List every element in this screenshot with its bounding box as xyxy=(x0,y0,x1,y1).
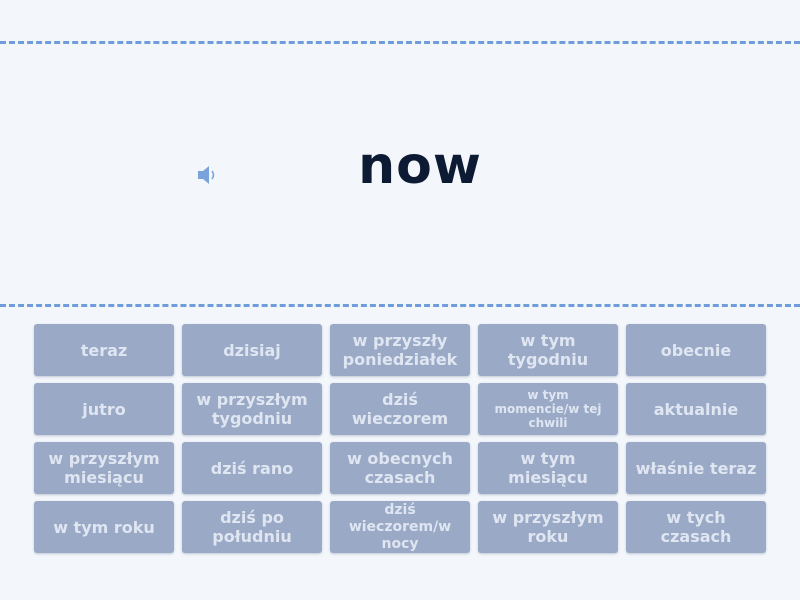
prompt-word: now xyxy=(358,136,482,196)
speaker-icon[interactable] xyxy=(195,162,221,188)
answer-tile[interactable]: w obecnych czasach xyxy=(330,442,470,494)
answer-tile[interactable]: aktualnie xyxy=(626,383,766,435)
answer-tile[interactable]: w tych czasach xyxy=(626,501,766,553)
answer-tile[interactable]: jutro xyxy=(34,383,174,435)
answer-tile[interactable]: w przyszłym roku xyxy=(478,501,618,553)
answer-tile[interactable]: w tym tygodniu xyxy=(478,324,618,376)
answer-tile[interactable]: w przyszłym tygodniu xyxy=(182,383,322,435)
answer-tile[interactable]: właśnie teraz xyxy=(626,442,766,494)
answer-tile[interactable]: teraz xyxy=(34,324,174,376)
top-dashed-divider xyxy=(0,41,800,44)
answer-tile[interactable]: w tym miesiącu xyxy=(478,442,618,494)
answer-tile[interactable]: w przyszłym miesiącu xyxy=(34,442,174,494)
bottom-dashed-divider xyxy=(0,304,800,307)
answer-grid: teraz dzisiaj w przyszły poniedziałek w … xyxy=(34,324,766,553)
answer-tile[interactable]: dziś wieczorem/w nocy xyxy=(330,501,470,553)
answer-tile[interactable]: obecnie xyxy=(626,324,766,376)
answer-tile[interactable]: w tym momencie/w tej chwili xyxy=(478,383,618,435)
answer-tile[interactable]: dziś wieczorem xyxy=(330,383,470,435)
answer-tile[interactable]: w tym roku xyxy=(34,501,174,553)
prompt-area: now xyxy=(0,44,800,304)
answer-tile[interactable]: dziś po południu xyxy=(182,501,322,553)
answer-tile[interactable]: w przyszły poniedziałek xyxy=(330,324,470,376)
answer-tile[interactable]: dziś rano xyxy=(182,442,322,494)
answer-tile[interactable]: dzisiaj xyxy=(182,324,322,376)
